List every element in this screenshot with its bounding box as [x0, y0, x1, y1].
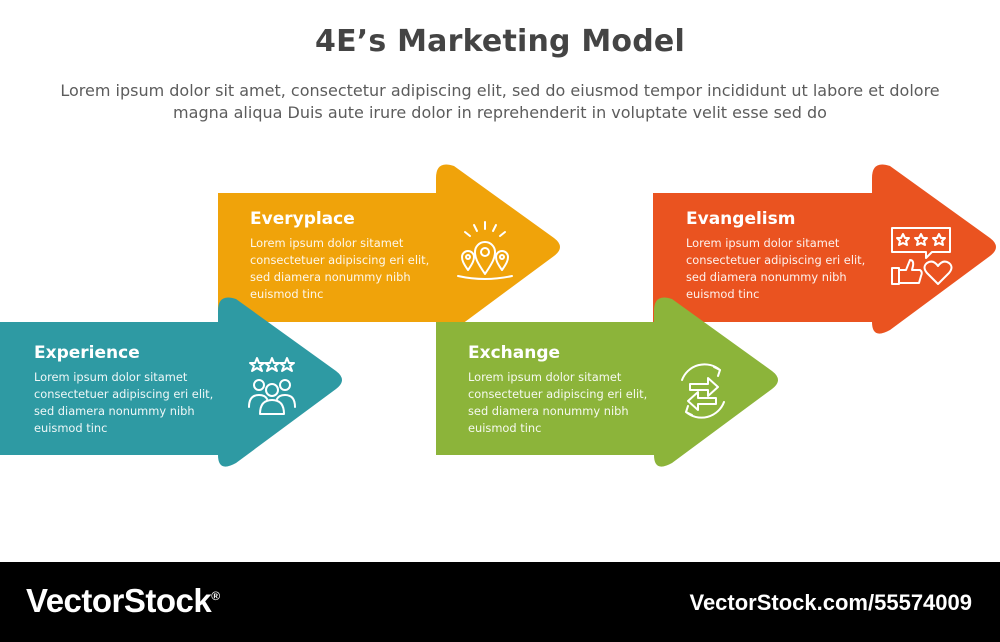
page-title: 4E’s Marketing Model: [315, 24, 685, 59]
brand-mark: ®: [211, 589, 220, 603]
card-body-exchange: Lorem ipsum dolor sitamet consectetuer a…: [468, 370, 648, 435]
arrow-everyplace: [218, 164, 560, 334]
card-title-evangelism: Evangelism: [686, 209, 796, 229]
card-evangelism: Evangelism Lorem ipsum dolor sitamet con…: [686, 209, 886, 303]
review-like-heart-icon: [891, 227, 953, 285]
location-pins-icon: [457, 221, 513, 280]
card-body-experience: Lorem ipsum dolor sitamet consectetuer a…: [34, 370, 214, 435]
page-subtitle: Lorem ipsum dolor sit amet, consectetur …: [60, 81, 940, 122]
arrow-exchange: [436, 297, 778, 467]
brand-name: VectorStock: [26, 582, 212, 619]
rating-people-icon: [248, 357, 296, 415]
card-body-everyplace: Lorem ipsum dolor sitamet consectetuer a…: [250, 236, 430, 301]
arrow-experience: [0, 297, 342, 467]
card-title-experience: Experience: [34, 343, 140, 363]
card-title-everyplace: Everyplace: [250, 209, 355, 229]
arrow-evangelism: [653, 164, 996, 334]
vectorstock-logo: VectorStock®: [26, 582, 220, 620]
card-exchange: Exchange Lorem ipsum dolor sitamet conse…: [468, 343, 668, 437]
arrow-diagram: [0, 164, 996, 467]
footer-bar: VectorStock® VectorStock.com/55574009: [0, 562, 1000, 642]
card-title-exchange: Exchange: [468, 343, 561, 363]
card-everyplace: Everyplace Lorem ipsum dolor sitamet con…: [250, 209, 450, 303]
image-url: VectorStock.com/55574009: [689, 590, 972, 615]
card-body-evangelism: Lorem ipsum dolor sitamet consectetuer a…: [686, 236, 866, 301]
card-experience: Experience Lorem ipsum dolor sitamet con…: [34, 343, 234, 437]
exchange-arrows-icon: [681, 363, 725, 419]
